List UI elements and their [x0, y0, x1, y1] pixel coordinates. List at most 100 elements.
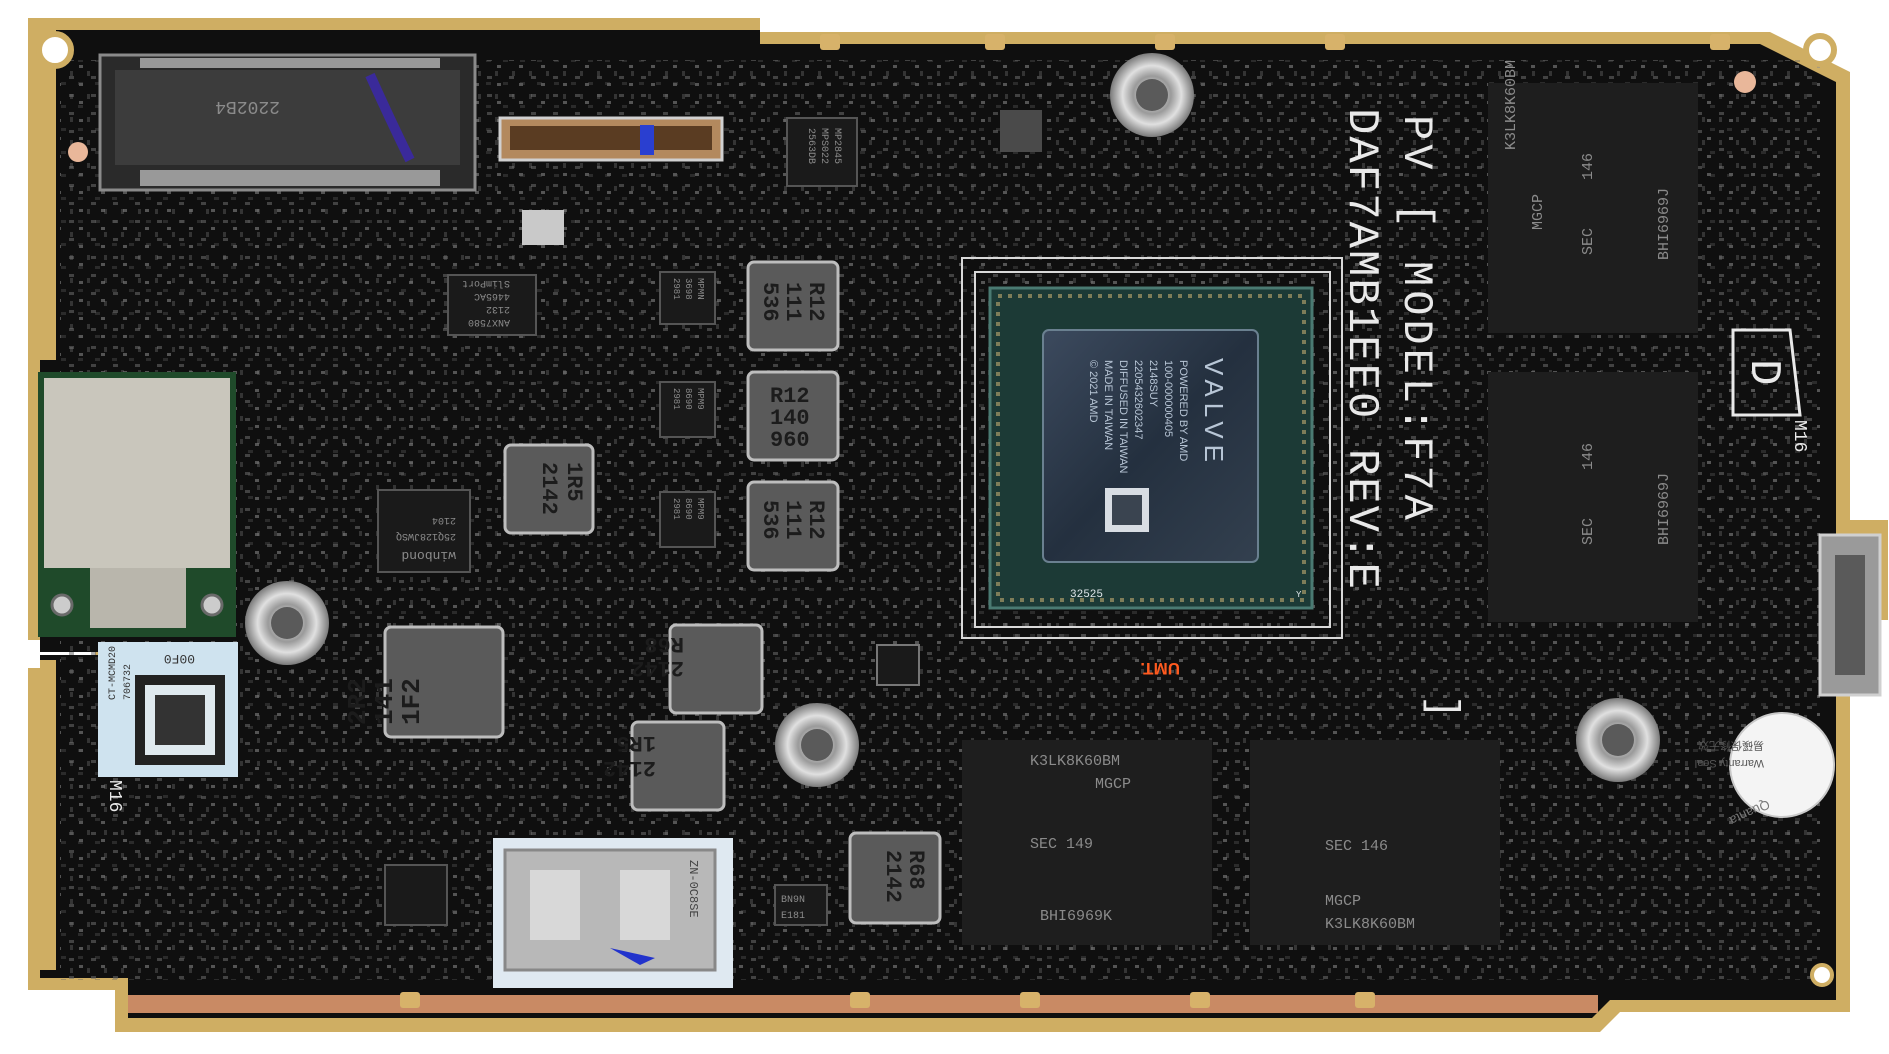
ind1-line1: R12 — [803, 282, 828, 322]
mpm3-line2: 8690 — [683, 498, 693, 520]
ind2-line3: 960 — [770, 428, 810, 453]
ic-mpm-3: MPM9 8690 2981 — [659, 491, 716, 548]
soc-line1: POWERED BY AMD — [1177, 360, 1189, 461]
ind7-line2: 2142 — [603, 755, 656, 780]
wifi-sticker: 00F0 CT-MCMD20 706732 — [98, 642, 238, 777]
ind3-line2: 111 — [780, 500, 805, 540]
inductor-4: 1R5 2142 — [503, 443, 595, 535]
mem1-line4: 146 — [1580, 153, 1597, 180]
mpm3-line3: 2981 — [671, 498, 681, 520]
ic-mpm-1: MPMN 3698 2981 — [659, 271, 716, 325]
right-edge-connector — [1818, 533, 1882, 697]
silkscreen-line2: DAF7AMB1EE0 REV:E — [1336, 108, 1386, 591]
mem1-line1: K3LK8K60BM — [1503, 60, 1520, 150]
wifi-module — [38, 372, 236, 637]
soc-line4: 2205432602347 — [1132, 360, 1144, 440]
usb-connector: ZN-0C8SE — [493, 838, 733, 988]
winbond-line3: 2104 — [432, 514, 456, 525]
ind3-line3: 536 — [757, 500, 782, 540]
warranty-line3: 易磎保修无效 — [1698, 739, 1764, 753]
memory-chip-bottom-right: SEC 146 MGCP K3LK8K60BM — [1250, 740, 1500, 945]
ind4-line2: 2142 — [536, 462, 561, 515]
soc-line7: © 2021 AMD — [1087, 360, 1099, 423]
mem1-line2: MGCP — [1530, 194, 1547, 230]
screw-standoffs — [245, 53, 1660, 787]
warranty-line2: Warranty Seal — [1695, 757, 1764, 769]
soc-line2: 100-000000405 — [1162, 360, 1174, 437]
ic-anx7580: ANX7580 2132 4465AC SlimPort — [447, 274, 537, 336]
ind8-line1: R68 — [903, 850, 928, 890]
soc-substrate-y: Y — [1296, 590, 1302, 600]
winbond-line2: 25Q128JWSQ — [396, 530, 456, 541]
soc-brand: VALVE — [1199, 358, 1229, 468]
ic-qfn-small — [384, 110, 1042, 926]
ic-mpm-2: MPM9 8690 2981 — [659, 381, 716, 438]
ind6-line1: R68 — [644, 631, 684, 656]
anx-line4: SlimPort — [462, 277, 510, 289]
mem1-line3: SEC — [1580, 228, 1597, 255]
ic-mps-top: MP2845 MPS022 2563DB — [786, 117, 858, 187]
d-mark: D — [1738, 359, 1788, 385]
ind5-line3: 1F2 — [397, 678, 427, 725]
memory-chip-mid-right: SEC 146 BHI6969J — [1488, 372, 1698, 622]
ind1-line2: 111 — [780, 282, 805, 322]
ind4-line1: 1R5 — [561, 462, 586, 502]
wifi-sticker-line1: 00F0 — [164, 651, 195, 666]
mounting-holes — [36, 31, 1837, 987]
inductor-5: 2R2 141 1F2 — [343, 625, 505, 739]
mem2-line3: BHI6969J — [1656, 473, 1673, 545]
wifi-sticker-line2: CT-MCMD20 — [108, 646, 119, 700]
mpm2-line3: 2981 — [671, 388, 681, 410]
apu-soc: VALVE POWERED BY AMD 100-000000405 2148S… — [988, 286, 1314, 610]
mem1-line5: BHI6969J — [1656, 188, 1673, 260]
ind5-line2: 141 — [370, 678, 400, 725]
board-silkscreen: PV [ MODEL:F7A DAF7AMB1EE0 REV:E ] UMT. … — [104, 108, 1809, 812]
mps1-line2: MPS022 — [818, 128, 829, 164]
warranty-seal: Quanta Warranty Seal 易磎保修无效 — [1695, 712, 1835, 829]
mpm3-line1: MPM9 — [695, 498, 705, 520]
soc-line6: MADE IN TAIWAN — [1102, 360, 1114, 450]
soc-line5: DIFFUSED IN TAIWAN — [1117, 360, 1129, 474]
usb-connector-label: ZN-0C8SE — [686, 860, 700, 918]
soc-keepout — [961, 257, 1343, 639]
ind2-line1: R12 — [770, 384, 810, 409]
wifi-sticker-line3: 706732 — [123, 664, 134, 700]
inductor-2: R12 140 960 — [746, 370, 840, 462]
mps1-line1: MP2845 — [831, 128, 842, 164]
ind5-line1: 2R2 — [343, 678, 373, 725]
winbond-line1: winbond — [401, 548, 456, 563]
edge-pads — [400, 34, 1730, 1008]
e181-line1: BN9N — [781, 895, 805, 906]
inductor-7: 1R5 2142 — [603, 720, 726, 812]
mpm1-line1: MPMN — [695, 278, 705, 300]
mem3-line1: K3LK8K60BM — [1030, 753, 1120, 770]
ind6-line2: 2142 — [631, 655, 684, 680]
ssd-label: 2202B4 — [215, 96, 280, 116]
silkscreen-close-bracket: ] — [1419, 695, 1464, 719]
m16-left-label: M16 — [104, 780, 124, 812]
inductor-3: R12 111 536 — [746, 480, 840, 572]
ind7-line1: 1R5 — [616, 730, 656, 755]
umt-label: UMT. — [1140, 659, 1180, 678]
mem3-line2: MGCP — [1095, 776, 1131, 793]
soc-substrate-code: 32525 — [1070, 589, 1103, 601]
e181-line2: E181 — [781, 911, 805, 922]
anx-line1: ANX7580 — [468, 316, 510, 327]
ind8-line2: 2142 — [880, 850, 905, 903]
mem3-line4: BHI6969K — [1040, 908, 1112, 925]
silkscreen-line1: PV [ MODEL:F7A — [1392, 115, 1440, 524]
fpc-connector — [498, 116, 724, 162]
memory-chip-bottom-left: K3LK8K60BM MGCP SEC 149 BHI6969K — [962, 740, 1212, 945]
mem3-line3: SEC 149 — [1030, 836, 1093, 853]
inductor-6: R68 2142 — [631, 623, 764, 715]
inductor-8: R68 2142 — [848, 831, 942, 925]
ind2-line2: 140 — [770, 406, 810, 431]
ind3-line1: R12 — [803, 500, 828, 540]
memory-chip-top-right: K3LK8K60BM MGCP SEC 146 BHI6969J — [1488, 60, 1698, 333]
mpm1-line2: 3698 — [683, 278, 693, 300]
mem4-line2: MGCP — [1325, 893, 1361, 910]
mem2-line2: 146 — [1580, 443, 1597, 470]
ic-e181: BN9N E181 — [774, 884, 828, 926]
